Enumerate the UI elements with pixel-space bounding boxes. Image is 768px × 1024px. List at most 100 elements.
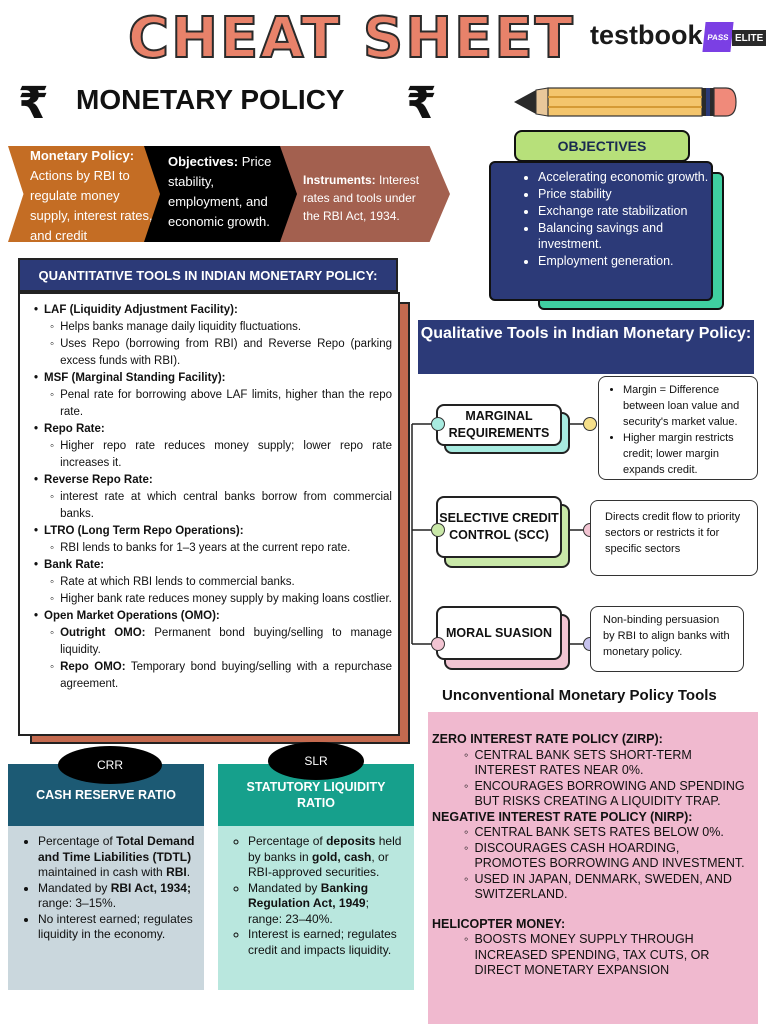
testbook-logo: testbook [590,20,703,50]
unconventional-title: Unconventional Monetary Policy Tools [442,687,717,704]
slr-text: , or RBI-approved securities. [248,849,389,880]
slr-text: held by banks in [248,834,402,864]
slr-body: Percentage of deposits held by banks in … [218,826,414,990]
tool-point: interest rate at which central banks bor… [34,489,392,523]
crr-body: Percentage of Total Demand and Time Liab… [8,826,204,990]
slr-point: Interest is earned; regulates credit and… [248,927,406,958]
nirp-point: CENTRAL BANK SETS RATES BELOW 0%. [428,825,758,841]
banner-monetary-policy-text: Actions by RBI to regulate money supply,… [30,168,153,243]
page-title: MONETARY POLICY [76,84,345,115]
tool-name: Open Market Operations (OMO): [34,608,392,625]
zirp-title: ZERO INTEREST RATE POLICY (ZIRP): [432,732,663,746]
tool-name: LAF (Liquidity Adjustment Facility): [34,302,392,319]
tool-point: Penal rate for borrowing above LAF limit… [34,387,392,421]
elite-badge: ELITE [732,30,767,46]
quantitative-list: LAF (Liquidity Adjustment Facility): Hel… [34,302,392,693]
tool-name: LTRO (Long Term Repo Operations): [34,523,392,540]
crr-point: No interest earned; regulates liquidity … [38,912,196,943]
tool-name: Repo Rate: [34,421,392,438]
objective-item: Accelerating economic growth. [538,169,711,185]
tool-point: Rate at which RBI lends to commercial ba… [34,574,392,591]
crr-text: maintained in cash with [38,865,167,879]
omo-outright-text: Permanent bond buying/selling to manage … [60,627,392,656]
slr-point: Percentage of deposits held by banks in … [248,834,406,881]
tool-repo-rate: Repo Rate: Higher repo rate reduces mone… [34,421,392,472]
pass-badge: PASS [702,22,734,52]
crr-bold: RBI [166,865,187,879]
banner-monetary-policy-label: Monetary Policy: [30,148,135,163]
slr-text: Percentage of [248,834,327,848]
slr-text: Mandated by [248,880,321,895]
marginal-point: Margin = Difference between loan value a… [623,382,751,430]
crr-text: . [186,865,191,879]
crr-text: Mandated by [38,880,111,895]
qualitative-title: Qualitative Tools in Indian Monetary Pol… [418,320,754,374]
objective-item: Price stability [538,186,711,202]
helicopter-point: BOOSTS MONEY SUPPLY THROUGH INCREASED SP… [428,932,758,979]
banner-instruments-text: Interest rates and tools under the RBI A… [303,173,420,223]
omo-repo-text: Temporary bond buying/selling with a rep… [60,661,392,690]
node-dot [431,637,445,651]
tool-name: MSF (Marginal Standing Facility): [34,370,392,387]
node-marginal-requirements: MARGINAL REQUIREMENTS [436,404,562,446]
slr-text: ; range: 23–40%. [248,896,369,926]
banner-instruments: Instruments: Interest rates and tools un… [280,146,450,242]
banner-objectives: Objectives: Price stability, employment,… [144,146,304,242]
tool-point: RBI lends to banks for 1–3 years at the … [34,540,392,557]
slr-label: SLR [268,742,364,780]
crr-text: Percentage of [38,834,117,848]
crr-label: CRR [58,746,162,784]
crr-text: range: 3–15%. [38,896,117,910]
marginal-description: Margin = Difference between loan value a… [598,376,758,480]
tool-name: Reverse Repo Rate: [34,472,392,489]
banner-monetary-policy: Monetary Policy: Actions by RBI to regul… [8,146,163,242]
omo-repo-label: Repo OMO: [60,661,126,673]
quantitative-title: QUANTITATIVE TOOLS IN INDIAN MONETARY PO… [18,258,398,292]
tool-reverse-repo: Reverse Repo Rate: interest rate at whic… [34,472,392,523]
nirp-point: DISCOURAGES CASH HOARDING, PROMOTES BORR… [428,841,758,872]
node-selective-credit-control: SELECTIVE CREDIT CONTROL (SCC) [436,496,562,558]
omo-outright-label: Outright OMO: [60,627,146,639]
slr-bold: deposits [326,834,376,848]
crr-bold: Total Demand and Time Liabilities (TDTL) [38,834,195,864]
tool-point: Helps banks manage daily liquidity fluct… [34,319,392,336]
banner-objectives-label: Objectives: [168,154,239,169]
objective-item: Exchange rate stabilization [538,203,711,219]
cheat-sheet-title: CHEAT SHEET [127,5,575,72]
slr-point: Mandated by Banking Regulation Act, 1949… [248,881,406,928]
tool-name: Bank Rate: [34,557,392,574]
tool-omo: Open Market Operations (OMO): Outright O… [34,608,392,693]
tool-bank-rate: Bank Rate: Rate at which RBI lends to co… [34,557,392,608]
tool-point: Outright OMO: Permanent bond buying/sell… [34,625,392,659]
zirp-point: ENCOURAGES BORROWING AND SPENDING BUT RI… [428,779,758,810]
tool-point: Uses Repo (borrowing from RBI) and Rever… [34,336,392,370]
zirp-point: CENTRAL BANK SETS SHORT-TERM INTEREST RA… [428,748,758,779]
rupee-icon: ₹ [18,78,49,129]
marginal-point: Higher margin restricts credit; lower ma… [623,430,751,478]
nirp-point: USED IN JAPAN, DENMARK, SWEDEN, AND SWIT… [428,872,758,903]
objective-item: Employment generation. [538,253,711,269]
crr-point: Mandated by RBI Act, 1934; range: 3–15%. [38,881,196,912]
scc-description: Directs credit flow to priority sectors … [590,500,758,576]
crr-card: CASH RESERVE RATIO Percentage of Total D… [8,764,204,990]
tool-point: Repo OMO: Temporary bond buying/selling … [34,659,392,693]
tool-msf: MSF (Marginal Standing Facility): Penal … [34,370,392,421]
pencil-icon [514,87,737,117]
tool-ltro: LTRO (Long Term Repo Operations): RBI le… [34,523,392,557]
nirp-title: NEGATIVE INTEREST RATE POLICY (NIRP): [432,809,693,824]
slr-card: STATUTORY LIQUIDITY RATIO Percentage of … [218,764,414,990]
crr-point: Percentage of Total Demand and Time Liab… [38,834,196,881]
tool-laf: LAF (Liquidity Adjustment Facility): Hel… [34,302,392,370]
slr-bold: gold, cash [312,849,372,864]
objective-item: Balancing savings and investment. [538,220,711,252]
banner-instruments-label: Instruments: [303,173,376,187]
slr-bold: Banking Regulation Act, 1949 [248,880,369,911]
objectives-title: OBJECTIVES [514,130,690,162]
crr-bold: RBI Act, 1934; [110,880,191,895]
node-moral-suasion: MORAL SUASION [436,606,562,660]
moral-description: Non-binding persuasion by RBI to align b… [590,606,744,672]
unconventional-box: ZERO INTEREST RATE POLICY (ZIRP): CENTRA… [428,712,758,1024]
rupee-icon: ₹ [406,78,437,129]
node-dot [431,523,445,537]
tool-point: Higher bank rate reduces money supply by… [34,591,392,608]
